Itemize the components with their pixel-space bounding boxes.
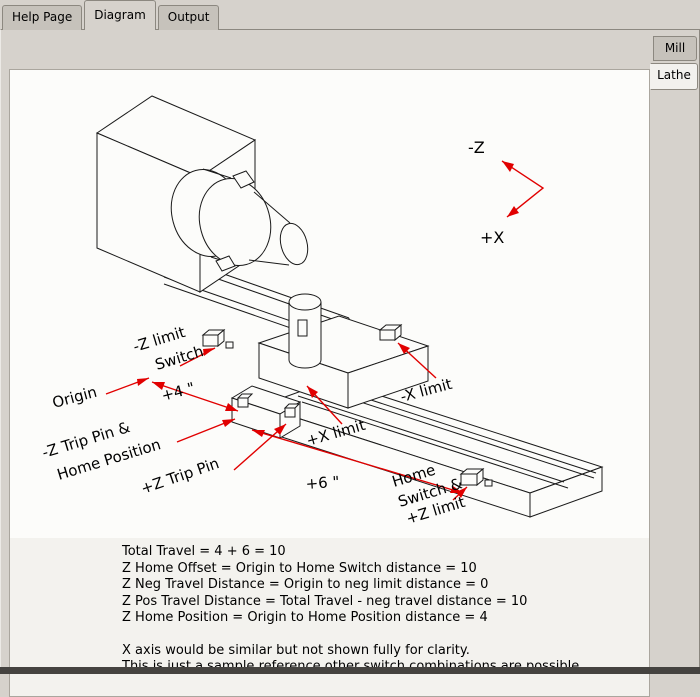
dim-4-line bbox=[151, 381, 239, 412]
neg-x-limit-switch bbox=[379, 329, 396, 341]
note-pos-travel: Z Pos Travel Distance = Total Travel - n… bbox=[122, 593, 528, 609]
label-pos-x-axis: +X bbox=[480, 228, 504, 247]
label-neg-z-axis: -Z bbox=[468, 138, 485, 157]
dim-6-line bbox=[251, 429, 464, 494]
note-total-travel: Total Travel = 4 + 6 = 10 bbox=[122, 544, 286, 559]
tool-post bbox=[288, 293, 322, 311]
note-home-offset: Z Home Offset = Origin to Home Switch di… bbox=[122, 560, 477, 576]
note-home-position: Z Home Position = Origin to Home Positio… bbox=[122, 610, 488, 625]
neg-z-limit-switch bbox=[202, 334, 219, 347]
spindle bbox=[279, 222, 309, 266]
diagram-page: -Z +X -Z limit Switch Origin +4 " -Z Tri… bbox=[9, 69, 650, 697]
label-dim-4: +4 " bbox=[159, 379, 196, 405]
pos-z-trip-pin bbox=[284, 407, 296, 418]
notebook-panel: -Z +X -Z limit Switch Origin +4 " -Z Tri… bbox=[0, 29, 700, 697]
tab-output[interactable]: Output bbox=[157, 5, 220, 30]
note-x-axis: X axis would be similar but not shown fu… bbox=[122, 642, 470, 658]
tab-help-page[interactable]: Help Page bbox=[2, 5, 83, 30]
top-tab-bar: Help Page Diagram Output bbox=[2, 0, 221, 30]
tab-mill[interactable]: Mill bbox=[653, 36, 697, 61]
diagram-canvas: -Z +X -Z limit Switch Origin +4 " -Z Tri… bbox=[10, 70, 649, 538]
label-origin: Origin bbox=[50, 383, 98, 412]
axis-arrows bbox=[501, 160, 545, 218]
neg-z-trip-pin bbox=[237, 397, 249, 408]
window-bottom-edge bbox=[0, 667, 700, 674]
label-pos-z-trip: +Z Trip Pin bbox=[138, 454, 221, 498]
tab-diagram[interactable]: Diagram bbox=[84, 0, 156, 30]
lathe-diagram: -Z +X -Z limit Switch Origin +4 " -Z Tri… bbox=[40, 95, 604, 528]
note-neg-travel: Z Neg Travel Distance = Origin to neg li… bbox=[122, 577, 489, 592]
tab-lathe[interactable]: Lathe bbox=[650, 63, 698, 90]
home-switch bbox=[460, 473, 478, 486]
label-dim-6: +6 " bbox=[305, 473, 340, 493]
